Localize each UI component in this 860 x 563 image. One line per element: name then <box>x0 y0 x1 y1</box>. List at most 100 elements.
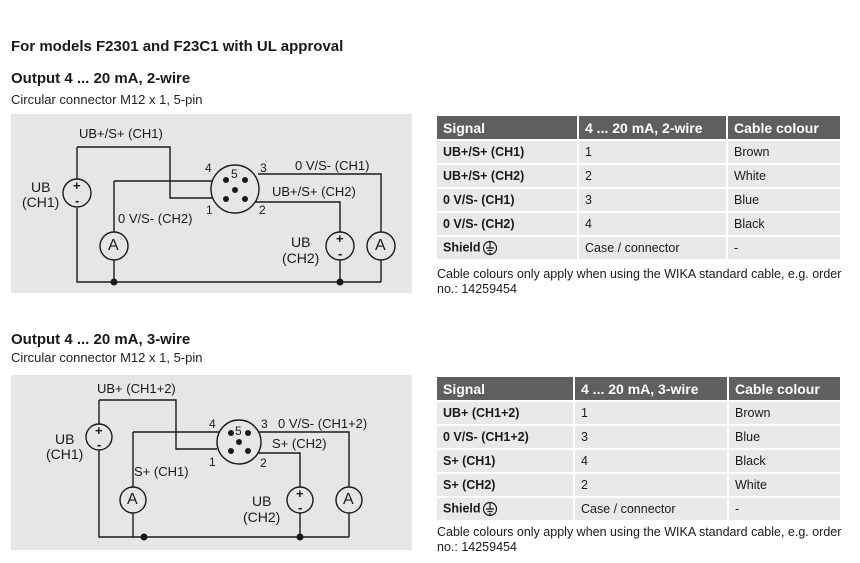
section-title-3wire: Output 4 ... 20 mA, 3-wire <box>11 331 191 348</box>
page-title: For models F2301 and F23C1 with UL appro… <box>11 38 344 55</box>
pin-label-4: 4 <box>209 417 216 431</box>
junction-dot <box>336 278 344 286</box>
pin-label-2: 2 <box>259 203 266 217</box>
source-ub-ch1 <box>62 178 92 208</box>
pin-label-3: 3 <box>261 417 268 431</box>
wire-s-ch2 <box>253 452 301 487</box>
table-cell: 0 V/S- (CH2) <box>437 211 579 236</box>
label-ub-ch1-bottom: (CH1) <box>46 446 84 462</box>
table-cell: S+ (CH1) <box>437 448 575 473</box>
table-row: S+ (CH1) 4 Black <box>437 448 840 473</box>
plus-sign: + <box>95 423 103 438</box>
pin-label-4: 4 <box>205 161 212 175</box>
table-cell: White <box>728 472 840 497</box>
table-row: UB+ (CH1+2) 1 Brown <box>437 400 840 425</box>
pin-label-3: 3 <box>260 161 267 175</box>
wire-ch2-out <box>253 201 341 232</box>
table-cell: Black <box>728 448 840 473</box>
table-header: 4 ... 20 mA, 2-wire <box>578 116 728 140</box>
label-0v-ch1: 0 V/S- (CH1) <box>295 158 370 173</box>
label-ub-ch1-top: UB <box>31 179 51 195</box>
plus-sign: + <box>336 231 344 246</box>
label-ub-ch1-top: UB <box>55 431 75 447</box>
shield-label: Shield <box>443 240 481 255</box>
table-row: Shield Case / connector - <box>437 235 840 259</box>
label-ub-ch2-bottom: (CH2) <box>243 509 281 525</box>
source-ub-ch1 <box>85 423 113 451</box>
cable-note-3wire: Cable colours only apply when using the … <box>437 525 842 554</box>
table-row: Shield Case / connector - <box>437 496 840 520</box>
table-row: S+ (CH2) 2 White <box>437 472 840 497</box>
ground-symbol-icon <box>482 501 497 517</box>
ground-symbol-icon <box>482 240 497 256</box>
ammeter-label: A <box>375 237 386 254</box>
table-cell: - <box>727 235 840 259</box>
label-ub-ch2-top: UB <box>291 234 311 250</box>
table-cell: White <box>727 163 840 188</box>
label-0v: 0 V/S- (CH1+2) <box>278 416 368 431</box>
wire-ub-plus <box>99 399 217 450</box>
minus-sign: - <box>75 193 80 208</box>
source-ub-ch2 <box>286 486 314 514</box>
label-ub-s-ch1: UB+/S+ (CH1) <box>79 126 163 141</box>
junction-dot <box>296 533 304 541</box>
wire-bottom-common <box>76 208 381 283</box>
pin-label-1: 1 <box>206 203 213 217</box>
minus-sign: - <box>298 500 303 515</box>
table-header: Signal <box>437 377 575 401</box>
ammeter-ch1 <box>119 486 147 514</box>
junction-dot <box>110 278 118 286</box>
table-cell: 2 <box>574 472 729 497</box>
plus-sign: + <box>73 178 81 193</box>
wiring-diagram-2wire: UB+/S+ (CH1) 0 V/S- (CH1) UB+/S+ (CH2) 0… <box>11 114 412 293</box>
pin-table-2wire: Signal 4 ... 20 mA, 2-wire Cable colour … <box>437 116 840 259</box>
table-cell: UB+ (CH1+2) <box>437 400 575 425</box>
section-title-2wire: Output 4 ... 20 mA, 2-wire <box>11 70 191 87</box>
table-cell: 4 <box>578 211 728 236</box>
plus-sign: + <box>296 486 304 501</box>
label-0v-ch2: 0 V/S- (CH2) <box>118 211 193 226</box>
table-cell: Blue <box>727 187 840 212</box>
label-ub-ch2-top: UB <box>252 493 272 509</box>
pin-label-5: 5 <box>235 424 242 438</box>
ammeter-label: A <box>108 237 119 254</box>
minus-sign: - <box>97 437 102 452</box>
table-cell: 4 <box>574 448 729 473</box>
table-cell: 1 <box>574 400 729 425</box>
table-cell: 3 <box>578 187 728 212</box>
cable-note-2wire: Cable colours only apply when using the … <box>437 267 842 296</box>
table-cell: Shield <box>437 235 579 259</box>
ammeter-ch2 <box>335 486 363 514</box>
table-cell: UB+/S+ (CH1) <box>437 139 579 164</box>
label-s-ch1: S+ (CH1) <box>134 464 189 479</box>
source-ub-ch2 <box>325 231 355 261</box>
junction-dot <box>140 533 148 541</box>
shield-label: Shield <box>443 501 481 516</box>
table-cell: Shield <box>437 496 575 520</box>
table-cell: S+ (CH2) <box>437 472 575 497</box>
table-header: Signal <box>437 116 579 140</box>
table-cell: - <box>728 496 840 520</box>
table-cell: Brown <box>728 400 840 425</box>
wire-0v-ch1 <box>258 173 382 232</box>
ammeter-label: A <box>343 491 354 508</box>
wiring-diagram-3wire: UB+ (CH1+2) 0 V/S- (CH1+2) S+ (CH2) S+ (… <box>11 375 412 550</box>
label-ub-s-ch2: UB+/S+ (CH2) <box>272 184 356 199</box>
wire-ub-ch1 <box>77 146 212 199</box>
pin-label-5: 5 <box>231 167 238 181</box>
table-cell: 2 <box>578 163 728 188</box>
table-cell: 3 <box>574 424 729 449</box>
table-header: Cable colour <box>727 116 840 140</box>
ammeter-ch1 <box>366 231 396 261</box>
pin-table-3wire: Signal 4 ... 20 mA, 3-wire Cable colour … <box>437 377 840 520</box>
table-row: 0 V/S- (CH2) 4 Black <box>437 211 840 236</box>
wire-bottom-common <box>98 450 349 538</box>
table-cell: 1 <box>578 139 728 164</box>
table-row: 0 V/S- (CH1+2) 3 Blue <box>437 424 840 449</box>
pin-label-1: 1 <box>209 455 216 469</box>
ammeter-label: A <box>127 491 138 508</box>
pin-label-2: 2 <box>260 456 267 470</box>
table-row: 0 V/S- (CH1) 3 Blue <box>437 187 840 212</box>
table-row: UB+/S+ (CH1) 1 Brown <box>437 139 840 164</box>
table-cell: 0 V/S- (CH1) <box>437 187 579 212</box>
